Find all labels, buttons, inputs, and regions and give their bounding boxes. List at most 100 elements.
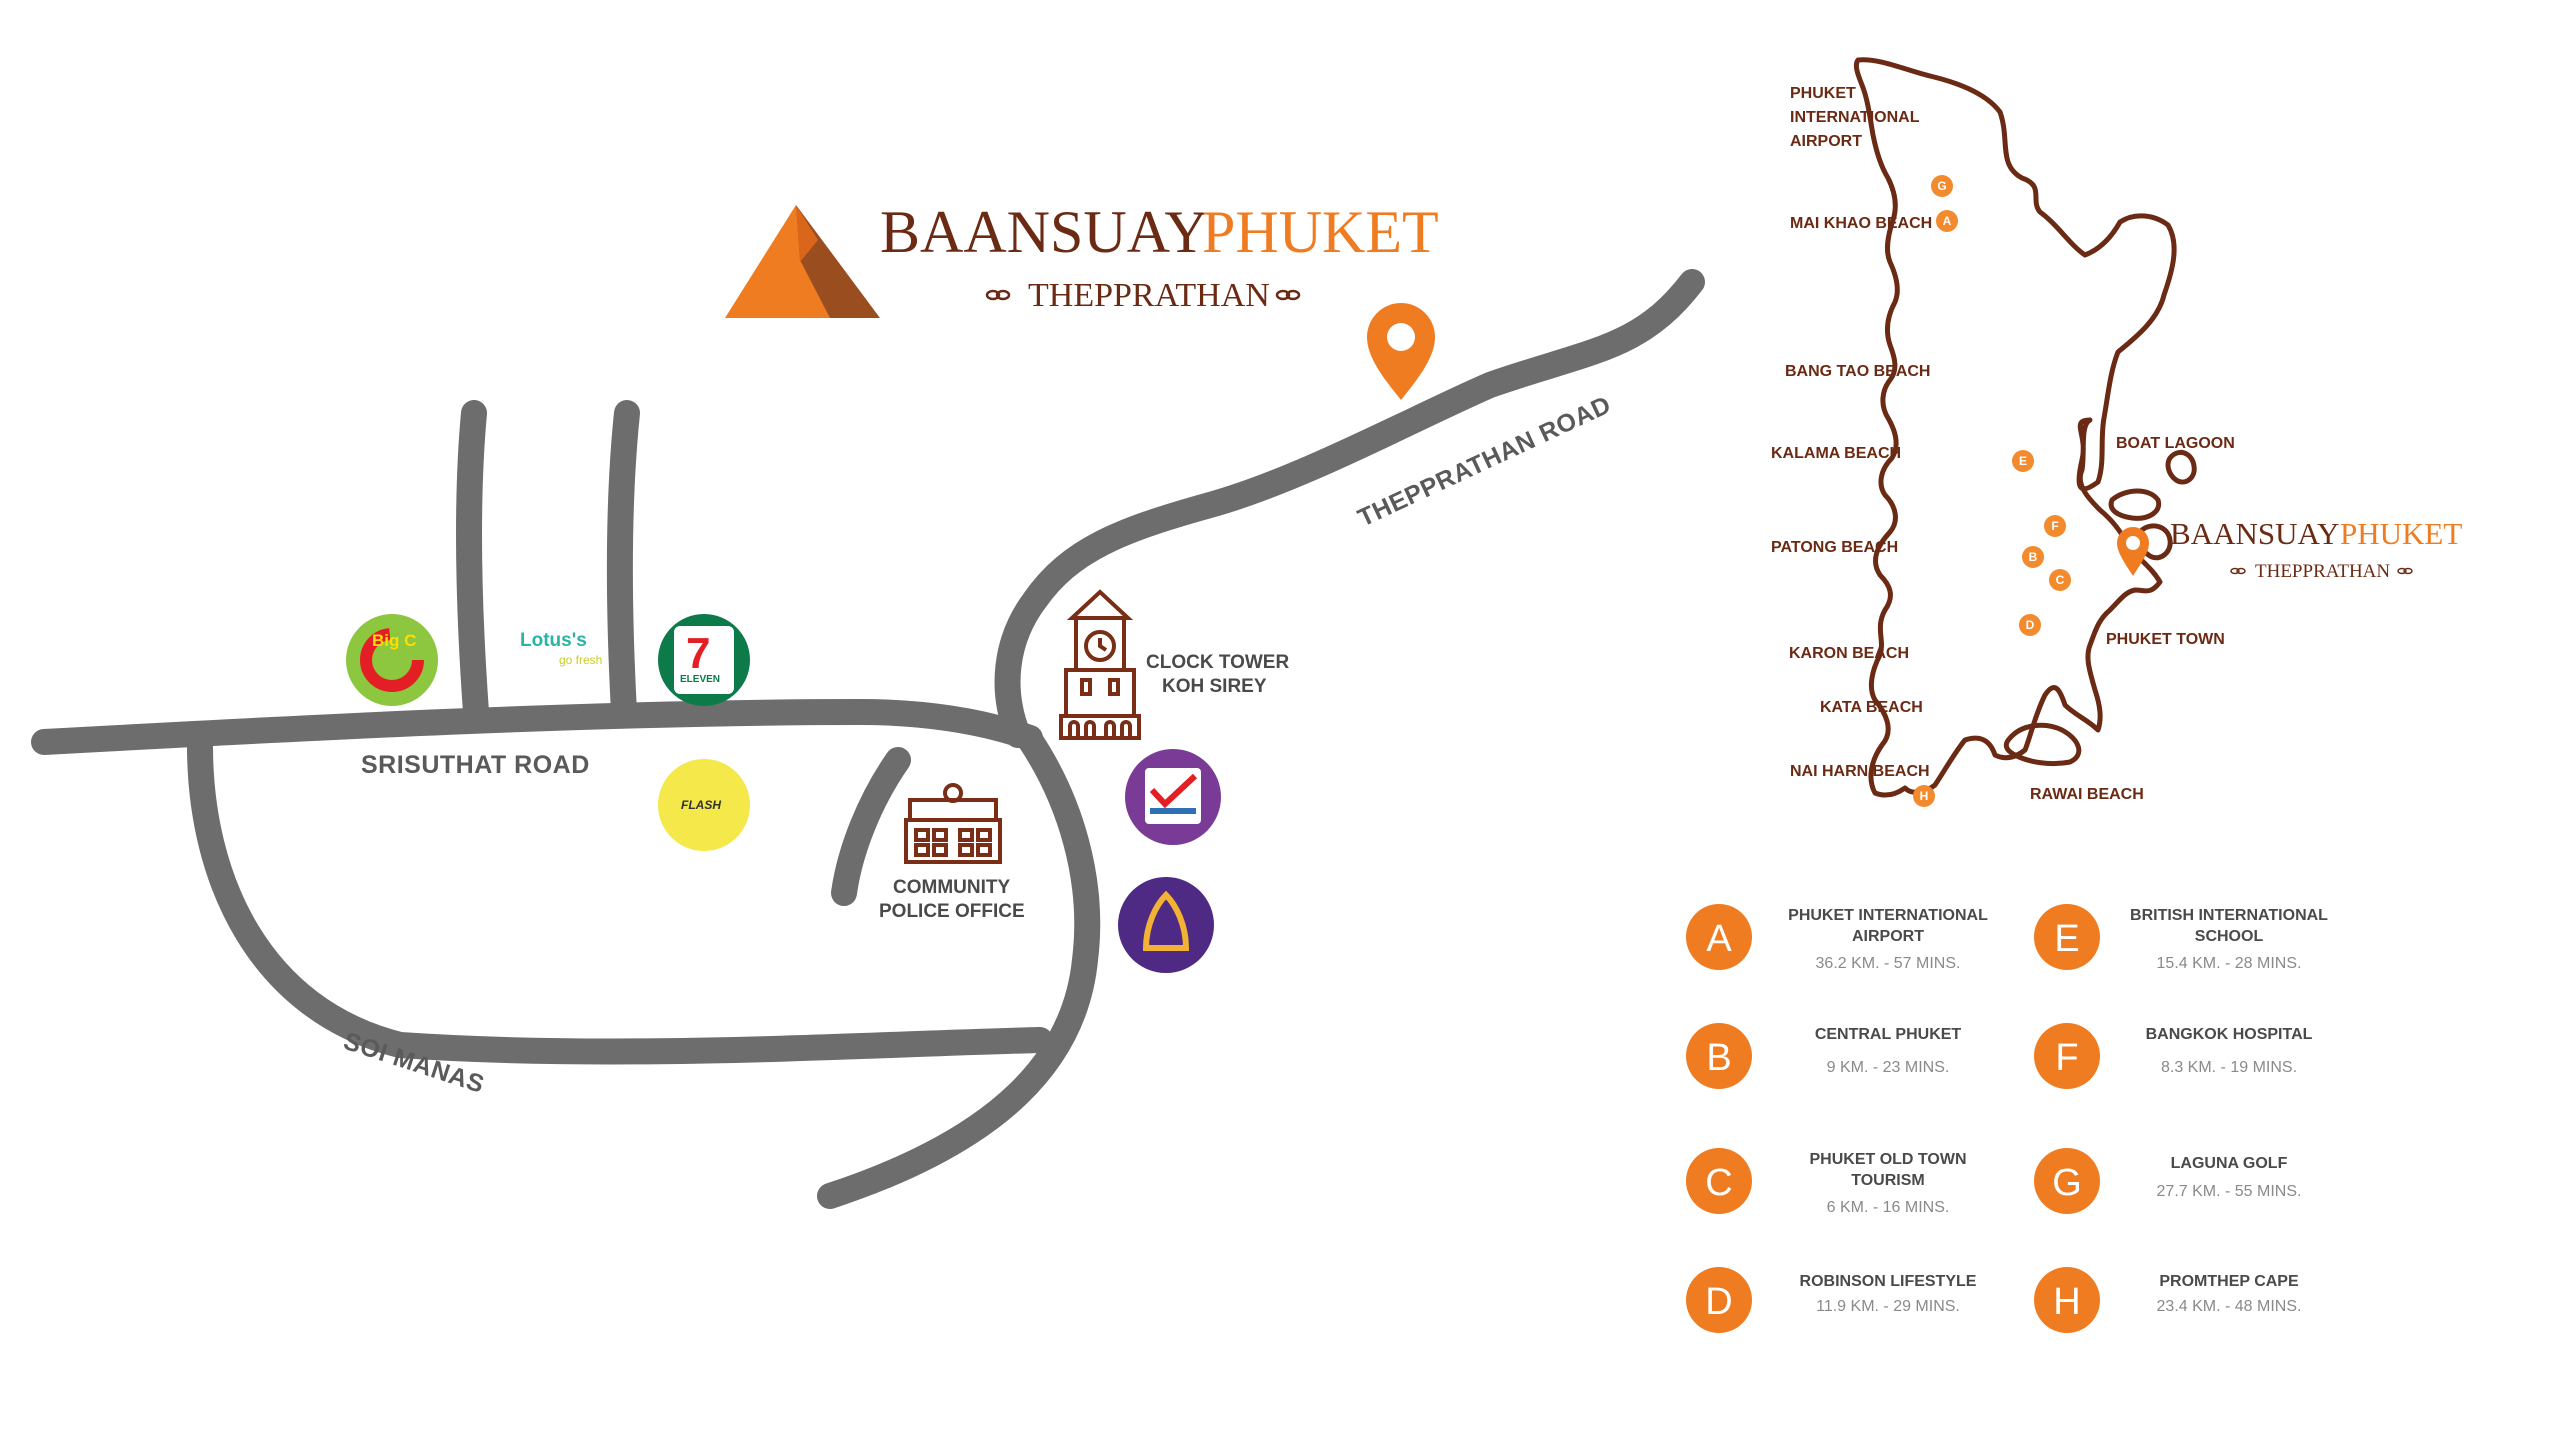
- label-bang-tao-beach: BANG TAO BEACH: [1785, 363, 1930, 380]
- legend-distance: 6 KM. - 16 MINS.: [1827, 1199, 1950, 1216]
- island-ornament-right-icon: [2397, 567, 2413, 575]
- legend-letter: F: [2055, 1037, 2078, 1079]
- legend: A PHUKET INTERNATIONAL AIRPORT 36.2 KM. …: [1686, 904, 2328, 1333]
- clock-tower-label-line2: KOH SIREY: [1162, 676, 1267, 697]
- clock-tower-label-line1: CLOCK TOWER: [1146, 652, 1289, 673]
- island-inner-4: [2003, 722, 2082, 767]
- marker-h: H: [1913, 785, 1935, 807]
- lotus-subtext: go fresh: [559, 653, 602, 667]
- legend-item: H PROMTHEP CAPE 23.4 KM. - 48 MINS.: [2034, 1267, 2301, 1333]
- legend-distance: 27.7 KM. - 55 MINS.: [2157, 1183, 2302, 1200]
- project-location-pin-icon: [1367, 303, 1435, 400]
- island-inner-2: [2108, 488, 2162, 521]
- legend-title: TOURISM: [1851, 1172, 1924, 1189]
- legend-badge-h: [2034, 1267, 2100, 1333]
- marker-a: A: [1936, 210, 1958, 232]
- road-thepprathan: [994, 269, 1705, 748]
- road-east-curve: [817, 727, 1101, 1209]
- svg-text:F: F: [2051, 519, 2058, 533]
- phuket-island-map: BAANSUAY PHUKET THEPPRATHAN PHUKET INTER…: [1771, 57, 2462, 807]
- legend-title: SCHOOL: [2195, 928, 2264, 945]
- marker-e: E: [2012, 450, 2034, 472]
- marker-b: B: [2022, 546, 2044, 568]
- svg-text:C: C: [2056, 573, 2065, 587]
- legend-item: B CENTRAL PHUKET 9 KM. - 23 MINS.: [1686, 1023, 1961, 1089]
- island-brand-part2: PHUKET: [2340, 516, 2462, 551]
- lotus-logo-icon: Lotus's go fresh: [520, 630, 602, 667]
- mountain-logo-icon: [725, 205, 880, 318]
- police-office-label-line2: POLICE OFFICE: [879, 901, 1025, 922]
- label-phuket-town: PHUKET TOWN: [2106, 631, 2225, 648]
- legend-distance: 36.2 KM. - 57 MINS.: [1816, 955, 1961, 972]
- label-nai-harn-beach: NAI HARN BEACH: [1790, 763, 1930, 780]
- legend-title: AIRPORT: [1852, 928, 1924, 945]
- legend-badge-a: [1686, 904, 1752, 970]
- label-mai-khao-beach: MAI KHAO BEACH: [1790, 215, 1932, 232]
- legend-letter: D: [1705, 1281, 1732, 1323]
- legend-letter: H: [2053, 1281, 2080, 1323]
- legend-title: ROBINSON LIFESTYLE: [1800, 1273, 1977, 1290]
- brand-logo: BAANSUAY PHUKET THEPPRATHAN: [725, 199, 1439, 318]
- label-patong-beach: PATONG BEACH: [1771, 539, 1898, 556]
- island-brand-part1: BAANSUAY: [2170, 516, 2339, 551]
- legend-title: CENTRAL PHUKET: [1815, 1026, 1962, 1043]
- marker-c: C: [2049, 569, 2071, 591]
- brand-name-part2: PHUKET: [1202, 199, 1439, 265]
- label-airport-line2: INTERNATIONAL: [1790, 109, 1920, 126]
- lotus-text: Lotus's: [520, 630, 587, 651]
- bigc-logo-icon: Big C: [346, 614, 438, 706]
- island-ornament-left-icon: [2230, 567, 2246, 575]
- island-brand-subtitle: THEPPRATHAN: [2255, 561, 2390, 582]
- label-srisuthat-road: SRISUTHAT ROAD: [361, 751, 590, 779]
- road-loop: [187, 733, 1053, 1065]
- legend-letter: C: [1705, 1162, 1732, 1204]
- svg-text:G: G: [1937, 179, 1946, 193]
- road-north-2: [606, 400, 640, 725]
- legend-distance: 23.4 KM. - 48 MINS.: [2157, 1298, 2302, 1315]
- legend-letter: B: [1706, 1037, 1731, 1079]
- post-office-logo-icon: [1125, 749, 1221, 845]
- seven-eleven-logo-icon: 7 ELEVEN: [658, 614, 750, 706]
- legend-badge-e: [2034, 904, 2100, 970]
- svg-text:A: A: [1943, 214, 1952, 228]
- police-office-icon: [904, 783, 1002, 864]
- svg-text:D: D: [2026, 618, 2035, 632]
- marker-g: G: [1931, 175, 1953, 197]
- marker-d: D: [2019, 614, 2041, 636]
- legend-title: BRITISH INTERNATIONAL: [2130, 907, 2328, 924]
- brand-subtitle: THEPPRATHAN: [1028, 277, 1270, 314]
- legend-title: PHUKET OLD TOWN: [1809, 1151, 1966, 1168]
- legend-item: F BANGKOK HOSPITAL 8.3 KM. - 19 MINS.: [2034, 1023, 2313, 1089]
- label-kalama-beach: KALAMA BEACH: [1771, 445, 1901, 462]
- svg-text:H: H: [1920, 789, 1929, 803]
- legend-title: BANGKOK HOSPITAL: [2146, 1026, 2313, 1043]
- legend-item: A PHUKET INTERNATIONAL AIRPORT 36.2 KM. …: [1686, 904, 1988, 972]
- road-network: [31, 269, 1705, 1209]
- seven-eleven-word: ELEVEN: [680, 674, 720, 685]
- legend-letter: E: [2054, 918, 2079, 960]
- legend-distance: 8.3 KM. - 19 MINS.: [2161, 1059, 2297, 1076]
- legend-title: PHUKET INTERNATIONAL: [1788, 907, 1988, 924]
- label-karon-beach: KARON BEACH: [1789, 645, 1909, 662]
- legend-badge-f: [2034, 1023, 2100, 1089]
- legend-item: E BRITISH INTERNATIONAL SCHOOL 15.4 KM. …: [2034, 904, 2328, 972]
- label-airport-line1: PHUKET: [1790, 85, 1856, 102]
- seven-eleven-number: 7: [686, 629, 710, 678]
- label-boat-lagoon: BOAT LAGOON: [2116, 435, 2235, 452]
- road-police-spur: [831, 747, 911, 906]
- legend-badge-c: [1686, 1148, 1752, 1214]
- label-kata-beach: KATA BEACH: [1820, 699, 1923, 716]
- label-thepprathan-road: THEPPRATHAN ROAD: [1354, 391, 1616, 533]
- legend-item: G LAGUNA GOLF 27.7 KM. - 55 MINS.: [2034, 1148, 2301, 1214]
- road-srisuthat: [31, 699, 1043, 755]
- island-location-pin-icon: [2117, 527, 2149, 576]
- clock-tower-icon: [1059, 589, 1141, 740]
- legend-badge-g: [2034, 1148, 2100, 1214]
- legend-distance: 15.4 KM. - 28 MINS.: [2157, 955, 2302, 972]
- brand-name-part1: BAANSUAY: [880, 199, 1208, 265]
- legend-item: D ROBINSON LIFESTYLE 11.9 KM. - 29 MINS.: [1686, 1267, 1977, 1333]
- legend-letter: G: [2052, 1162, 2082, 1204]
- svg-text:B: B: [2029, 550, 2038, 564]
- legend-distance: 9 KM. - 23 MINS.: [1827, 1059, 1950, 1076]
- island-inner-1: [2165, 449, 2197, 485]
